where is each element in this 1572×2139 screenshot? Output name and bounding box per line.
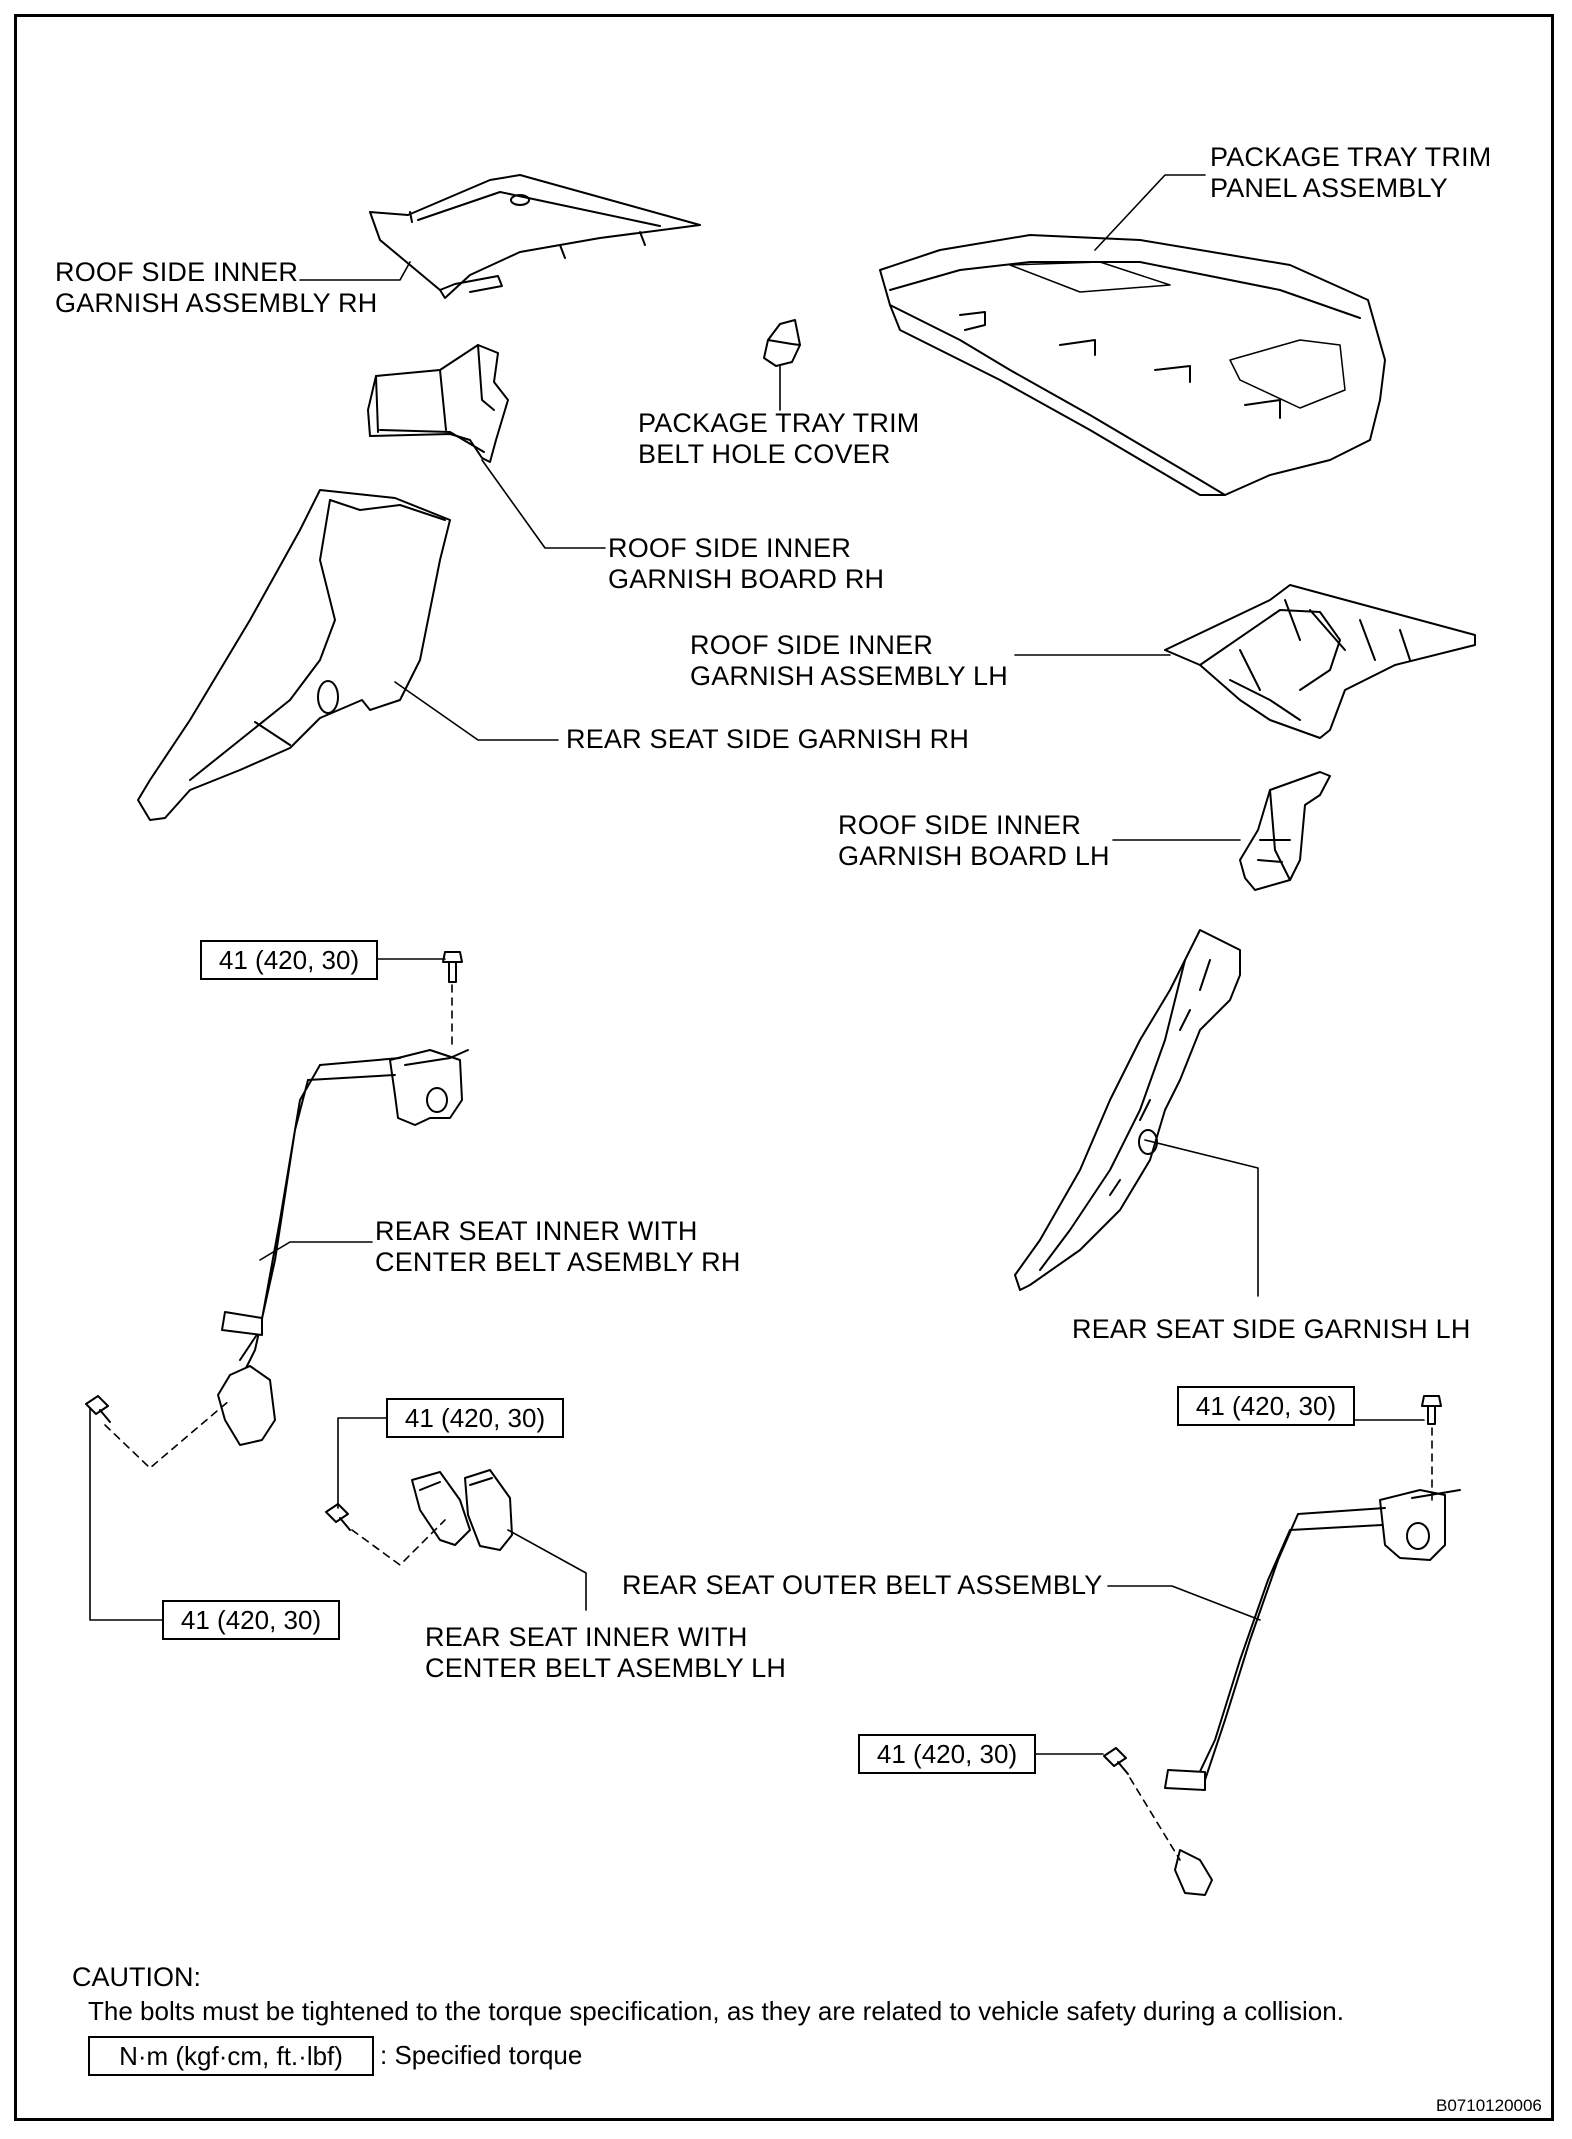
caution-title: CAUTION: — [72, 1962, 202, 1992]
bolt-rh-lower — [85, 1395, 111, 1423]
label-roof-side-inner-garnish-board-lh: ROOF SIDE INNER GARNISH BOARD LH — [838, 810, 1110, 871]
roof-side-inner-garnish-rh-part — [369, 174, 701, 299]
label-roof-side-inner-garnish-board-rh: ROOF SIDE INNER GARNISH BOARD RH — [608, 533, 885, 594]
bolt-outer-upper — [1421, 1395, 1442, 1425]
leader-lines — [89, 174, 1425, 1755]
torque-unit-legend-box: N·m (kgf·cm, ft.·lbf) — [88, 2036, 374, 2076]
caution-text: The bolts must be tightened to the torqu… — [88, 1996, 1344, 2026]
diagram-frame — [14, 14, 1554, 2121]
bolt-outer-lower — [1103, 1747, 1129, 1775]
rear-seat-side-garnish-rh-part — [137, 489, 451, 821]
roof-side-inner-garnish-lh-part — [1164, 584, 1476, 739]
torque-box-rh-lower: 41 (420, 30) — [162, 1600, 340, 1640]
center-belt-lh-part — [411, 1469, 513, 1551]
label-roof-side-inner-garnish-assembly-lh: ROOF SIDE INNER GARNISH ASSEMBLY LH — [690, 630, 1008, 691]
center-belt-rh-part — [217, 1049, 469, 1446]
torque-box-outer-lower: 41 (420, 30) — [858, 1734, 1036, 1774]
label-rear-seat-side-garnish-rh: REAR SEAT SIDE GARNISH RH — [566, 724, 970, 754]
label-rear-seat-inner-with-center-belt-rh: REAR SEAT INNER WITH CENTER BELT ASEMBLY… — [375, 1216, 741, 1277]
installation-dashed-lines — [104, 984, 1433, 1861]
reference-code: B0710120006 — [1436, 2096, 1542, 2115]
rear-seat-side-garnish-lh-part — [1014, 929, 1241, 1291]
torque-box-rh-upper: 41 (420, 30) — [200, 940, 378, 980]
package-tray-trim-panel-part — [879, 234, 1386, 496]
outer-belt-part — [1164, 1489, 1461, 1896]
bolt-center-lh — [325, 1503, 351, 1531]
roof-side-inner-garnish-board-lh-part — [1239, 771, 1331, 891]
label-roof-side-inner-garnish-assembly-rh: ROOF SIDE INNER GARNISH ASSEMBLY RH — [55, 257, 378, 318]
bolt-rh-upper — [442, 951, 463, 983]
label-rear-seat-side-garnish-lh: REAR SEAT SIDE GARNISH LH — [1072, 1314, 1471, 1344]
label-package-tray-trim-belt-hole-cover: PACKAGE TRAY TRIM BELT HOLE COVER — [638, 408, 920, 469]
torque-legend-description: : Specified torque — [380, 2040, 583, 2070]
torque-box-outer-upper: 41 (420, 30) — [1177, 1386, 1355, 1426]
label-rear-seat-inner-with-center-belt-lh: REAR SEAT INNER WITH CENTER BELT ASEMBLY… — [425, 1622, 787, 1683]
label-rear-seat-outer-belt-assembly: REAR SEAT OUTER BELT ASSEMBLY — [622, 1570, 1103, 1600]
package-tray-belt-hole-cover-part — [763, 319, 801, 367]
roof-side-inner-garnish-board-rh-part — [367, 344, 509, 463]
torque-box-center-lh: 41 (420, 30) — [386, 1398, 564, 1438]
label-package-tray-trim-panel-assembly: PACKAGE TRAY TRIM PANEL ASSEMBLY — [1210, 142, 1492, 203]
